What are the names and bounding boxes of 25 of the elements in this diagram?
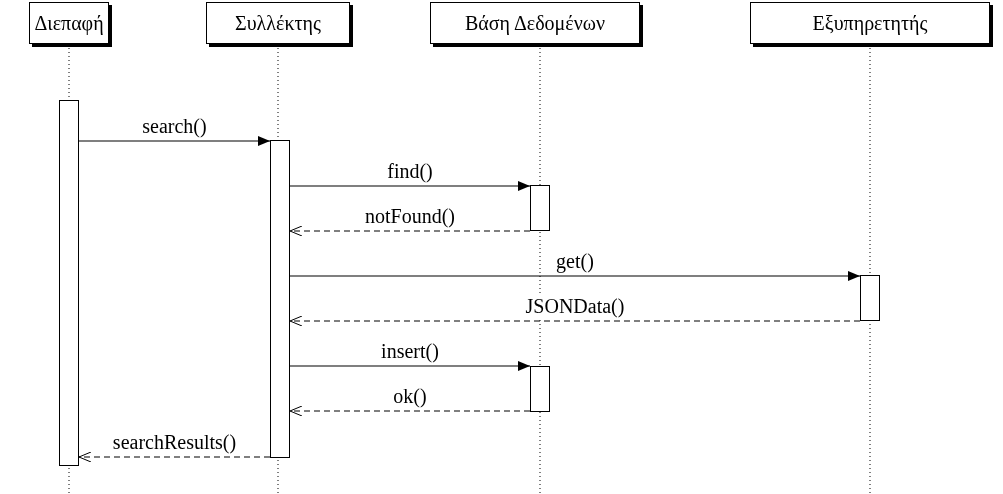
- activation-bar: [530, 366, 550, 412]
- return-arrow: [78, 451, 271, 463]
- message-label: find(): [387, 160, 433, 182]
- return-arrow: [289, 315, 861, 327]
- participant-box: Εξυπηρετητής: [750, 2, 990, 44]
- activation-bar: [270, 140, 290, 458]
- activation-bar: [59, 100, 79, 466]
- return-arrow: [289, 225, 531, 237]
- message-label: searchResults(): [112, 431, 237, 453]
- message-label: ok(): [393, 385, 427, 407]
- message-label: JSONData(): [525, 295, 625, 317]
- message-label: notFound(): [365, 205, 455, 227]
- return-arrow: [289, 405, 531, 417]
- activation-bar: [530, 185, 550, 231]
- message-arrow: [289, 271, 861, 281]
- message-label: insert(): [381, 340, 439, 362]
- message-label: search(): [142, 115, 207, 137]
- activation-bar: [860, 275, 880, 321]
- participant-box: Συλλέκτης: [206, 2, 350, 44]
- message-arrow: [78, 136, 271, 146]
- message-arrow: [289, 181, 531, 191]
- participant-box: Διεπαφή: [29, 2, 109, 44]
- message-arrow: [289, 361, 531, 371]
- participant-box: Βάση Δεδομένων: [430, 2, 640, 44]
- message-label: get(): [556, 250, 594, 272]
